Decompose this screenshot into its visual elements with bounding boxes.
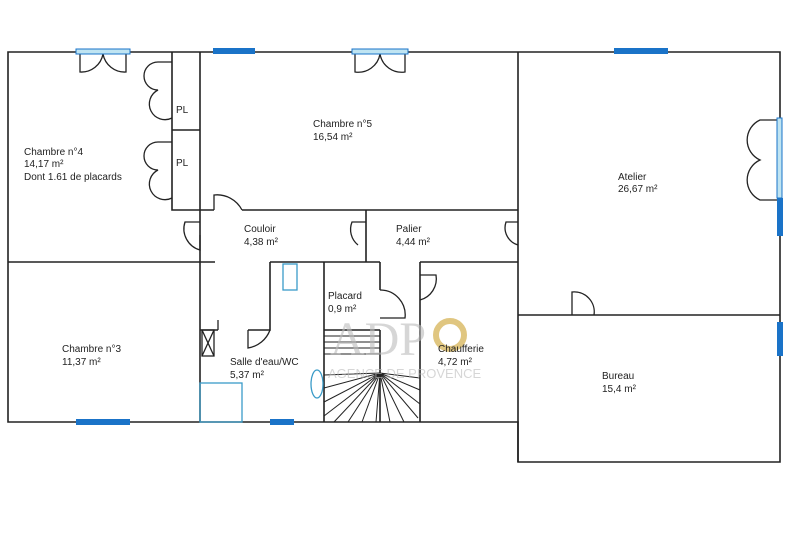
room-name: Chambre n°4 [24,147,83,158]
room-area: 26,67 m² [618,184,658,195]
room-name: Chambre n°5 [313,119,372,130]
logo-text: ADP [330,313,426,366]
room-name: Chaufferie [438,344,484,355]
toilet [310,369,324,399]
stair-tread [333,372,381,423]
room-labels: Chambre n°4 14,17 m² Dont 1.61 de placar… [24,105,658,395]
stair-tread [379,372,421,379]
room-area: 0,9 m² [328,304,357,315]
stair-tread [379,372,421,391]
room-name: Chambre n°3 [62,344,121,355]
stair-tread [323,372,381,389]
room-area: 11,37 m² [62,357,101,368]
stair-tread [379,372,405,423]
shower [199,382,243,423]
room-name: Couloir [244,224,276,235]
room-name: Salle d'eau/WC [230,357,299,368]
sink [282,263,298,291]
stair-tread [379,372,421,405]
window [270,419,294,425]
stair-tread [347,372,381,423]
closet-label: PL [176,105,189,116]
room-name: Atelier [618,172,647,183]
room-name: Palier [396,224,422,235]
stair-tread [323,372,381,376]
staircase [323,329,421,423]
room-area: 16,54 m² [313,132,353,143]
stair-tread [379,372,391,423]
window [776,117,783,199]
room-name: Placard [328,291,362,302]
duct [201,329,215,357]
window [777,198,783,236]
stair-tread [379,372,419,419]
room-area: 15,4 m² [602,384,637,395]
fixtures [199,263,324,423]
room-area: 14,17 m² [24,159,64,170]
stair-tread [323,372,381,417]
room-name: Bureau [602,371,634,382]
stair-tread [375,372,381,423]
window [777,322,783,356]
window [76,419,130,425]
room-area: 4,44 m² [396,237,431,248]
window [75,48,131,55]
stair-tread [361,372,381,423]
closet-label: PL [176,158,189,169]
doors [79,53,780,349]
window [351,48,409,55]
room-area: 4,72 m² [438,357,473,368]
window [614,48,668,54]
window [213,48,255,54]
room-area: 5,37 m² [230,370,265,381]
windows [75,48,783,425]
room-area: 4,38 m² [244,237,279,248]
sun-logo-icon [433,318,467,352]
watermark: ADP AGENCE DE PROVENCE [328,313,481,381]
stair-tread [323,372,381,403]
room-note: Dont 1.61 de placards [24,172,122,183]
logo-tagline: AGENCE DE PROVENCE [328,366,481,381]
